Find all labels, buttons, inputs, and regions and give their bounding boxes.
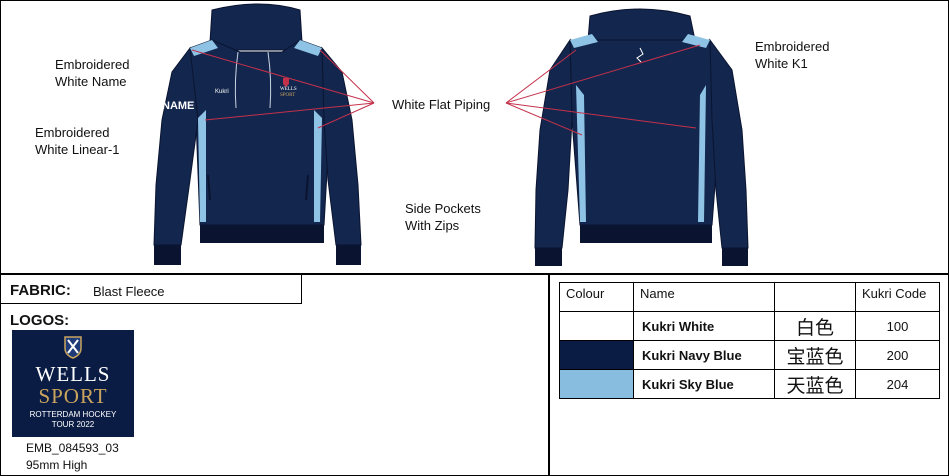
shield-icon [64,336,82,359]
callout-lines [191,44,701,136]
front-pocket-right [305,174,309,201]
table-row: Kukri White 白色 100 [559,311,940,341]
front-chest-logo-line1: WELLS [280,87,297,92]
colour-name-chinese: 宝蓝色 [774,340,856,370]
back-left-cuff [535,248,562,266]
label-embroidered-linear: Embroidered White Linear-1 [35,125,120,157]
front-pocket-left [207,174,211,201]
front-hoodie: Kukri WELLS SPORT NAME [153,3,362,265]
label-embroidered-name: Embroidered White Name [55,57,130,89]
table-row: Kukri Navy Blue 宝蓝色 200 [559,340,940,370]
header-colour: Colour [559,282,634,312]
back-side-panel-left [576,85,586,222]
emb-size: 95mm High [26,458,88,472]
logo-line-sport: SPORT [38,384,108,408]
colour-swatch [559,369,634,399]
back-side-panel-right [698,85,706,222]
colour-code: 200 [855,340,940,370]
front-left-sleeve [153,46,199,246]
table-row: Kukri Sky Blue 天蓝色 204 [559,369,940,399]
colour-name-chinese: 白色 [774,311,856,341]
front-hem [200,225,324,243]
header-name: Name [633,282,775,312]
wells-sport-logo: WELLS SPORT ROTTERDAM HOCKEY TOUR 2022 [12,330,134,437]
fabric-value: Blast Fleece [93,284,165,299]
column-divider [548,275,550,476]
header-kukri-code: Kukri Code [855,282,940,312]
front-body [189,39,331,226]
front-side-panel-left [198,110,206,222]
front-hood [209,3,303,51]
fabric-box [0,275,302,304]
front-chest-logo-line2: SPORT [280,93,295,98]
back-k1-icon [636,47,644,63]
logo-line-wells: WELLS [35,362,111,386]
front-right-sleeve [321,46,362,246]
section-divider [0,273,949,275]
colour-swatch [559,311,634,341]
front-shoulder-panel-right [294,40,322,56]
emb-code: EMB_084593_03 [26,441,119,455]
logo-subtitle-2: TOUR 2022 [51,420,95,429]
colour-table-header: Colour Name Kukri Code [559,282,940,312]
colour-table: Colour Name Kukri Code Kukri White 白色 10… [559,282,940,399]
logo-subtitle-1: ROTTERDAM HOCKEY [29,410,117,419]
header-chinese [774,282,856,312]
label-side-pockets: Side Pockets With Zips [405,201,481,233]
front-drawcord-left [234,51,239,109]
back-shoulder-panel-right [682,34,710,48]
front-left-cuff [154,245,181,265]
colour-name: Kukri Navy Blue [633,340,775,370]
front-chest-brand: Kukri [215,89,229,95]
colour-swatch [559,340,634,370]
logos-label: LOGOS: [10,312,70,329]
front-side-panel-right [314,110,322,222]
garment-illustration: Kukri WELLS SPORT NAME [153,3,749,266]
colour-name: Kukri White [633,311,775,341]
colour-name-chinese: 天蓝色 [774,369,856,399]
front-drawcord-right [267,51,272,109]
colour-code: 204 [855,369,940,399]
colour-code: 100 [855,311,940,341]
label-embroidered-k1: Embroidered White K1 [755,39,830,71]
front-sleeve-name: NAME [162,100,194,112]
back-hem [580,225,712,243]
back-left-sleeve [534,38,573,249]
front-shoulder-panel-left [190,40,218,56]
label-white-flat-piping: White Flat Piping [392,97,491,112]
colour-name: Kukri Sky Blue [633,369,775,399]
fabric-label: FABRIC: [10,282,71,299]
back-hoodie [534,8,749,266]
back-right-sleeve [709,38,749,249]
back-right-cuff [722,248,748,266]
front-right-cuff [336,245,361,265]
back-shoulder-panel-left [570,34,598,48]
front-chest-shield-icon [283,78,289,87]
back-body [569,39,721,226]
back-hood [587,8,696,41]
